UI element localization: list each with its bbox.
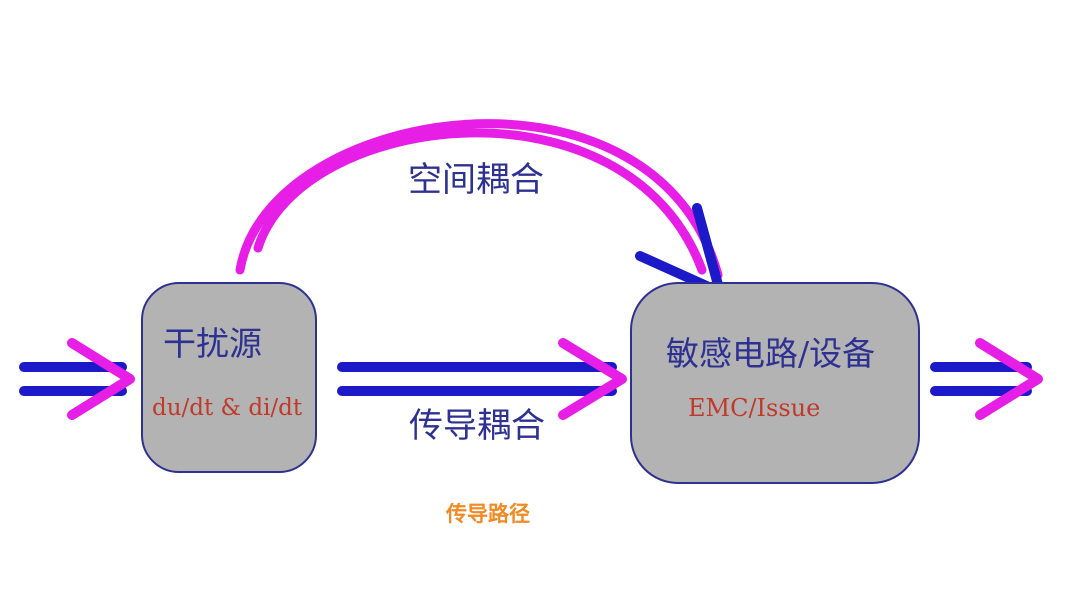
victim-title: 敏感电路/设备 <box>666 334 876 373</box>
space-coupling-arrow <box>235 119 725 297</box>
input-arrow <box>19 338 135 420</box>
conduction-coupling-label: 传导耦合 <box>409 406 545 446</box>
conduction-arrow <box>337 338 627 420</box>
space-coupling-label: 空间耦合 <box>408 160 544 200</box>
source-subtitle: du/dt & di/dt <box>152 395 303 421</box>
conduction-path-caption: 传导路径 <box>446 502 530 526</box>
victim-subtitle: EMC/Issue <box>688 394 821 422</box>
source-title: 干扰源 <box>163 324 262 363</box>
output-arrow <box>930 338 1043 420</box>
interference-source-box <box>141 282 317 473</box>
sensitive-device-box <box>630 282 920 484</box>
